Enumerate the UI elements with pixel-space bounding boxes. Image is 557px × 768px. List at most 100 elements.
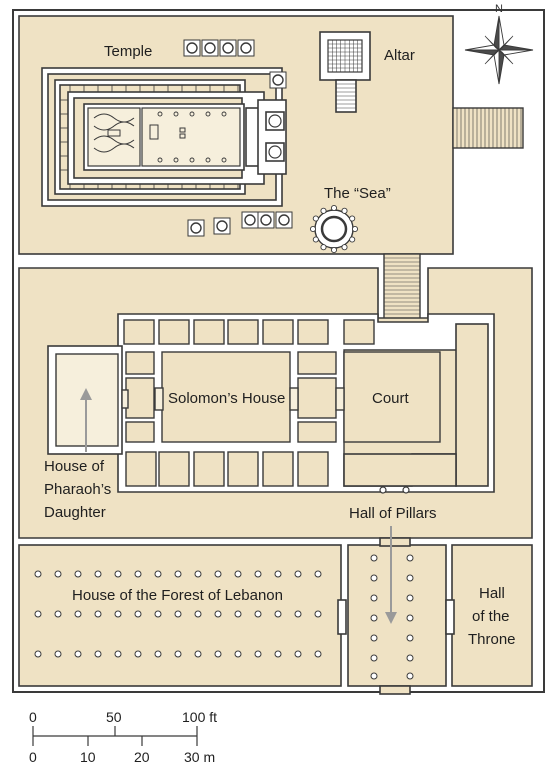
palace-room [297, 351, 337, 375]
column-icon [314, 570, 322, 578]
column-icon [94, 650, 102, 658]
column-icon [370, 594, 378, 602]
palace-room [193, 451, 225, 487]
lampstand-icon [221, 111, 227, 117]
column-icon [406, 634, 414, 642]
palace-room [297, 377, 337, 419]
palace-room [125, 451, 157, 487]
column-icon [214, 610, 222, 618]
scale-ft-50: 50 [106, 709, 122, 725]
column-icon [406, 654, 414, 662]
column-icon [114, 650, 122, 658]
column-icon [154, 610, 162, 618]
column-icon [370, 654, 378, 662]
lampstand-icon [205, 157, 211, 163]
pillar-icon [379, 486, 387, 494]
lampstand-icon [189, 111, 195, 117]
column-icon [94, 610, 102, 618]
palace-room [297, 319, 329, 345]
column-icon [54, 610, 62, 618]
scale-m-30: 30 m [184, 749, 215, 765]
column-icon [314, 610, 322, 618]
lampstand-icon [173, 111, 179, 117]
column-icon [406, 554, 414, 562]
column-icon [154, 570, 162, 578]
column-icon [134, 570, 142, 578]
arrow-through-hall-of-pillars [385, 526, 397, 624]
column-icon [194, 650, 202, 658]
palace-room [125, 377, 155, 419]
compass-rose-icon: N [464, 3, 534, 85]
column-icon [406, 574, 414, 582]
lampstand-icon [173, 157, 179, 163]
laver-icon [187, 219, 205, 237]
altar-icon [319, 31, 371, 113]
column-icon [134, 610, 142, 618]
column-icon [406, 672, 414, 680]
laver-icon [219, 39, 237, 57]
scale-m-20: 20 [134, 749, 150, 765]
palace-room [193, 319, 225, 345]
palace-room [125, 421, 155, 443]
laver-icon [241, 211, 259, 229]
laver-icon [237, 39, 255, 57]
palace-room [123, 319, 155, 345]
palace-room [227, 319, 259, 345]
temple-furnishings [149, 124, 186, 140]
forest-columns [34, 570, 322, 658]
solomons-house [161, 351, 291, 443]
column-icon [254, 570, 262, 578]
column-icon [74, 650, 82, 658]
column-icon [370, 634, 378, 642]
column-icon [314, 650, 322, 658]
column-icon [254, 610, 262, 618]
column-icon [114, 570, 122, 578]
bronze-sea-icon [309, 204, 359, 254]
column-icon [274, 570, 282, 578]
column-icon [370, 554, 378, 562]
pharaoh-label-line2: Pharaoh’s [44, 481, 111, 498]
forest-label: House of the Forest of Lebanon [72, 587, 283, 604]
column-icon [114, 610, 122, 618]
compass-north-label: N [495, 3, 503, 15]
column-icon [214, 570, 222, 578]
porch-pillars [265, 111, 285, 162]
column-icon [294, 650, 302, 658]
palace-room [262, 451, 294, 487]
hall-of-the-throne [451, 544, 533, 687]
palace-room [297, 451, 329, 487]
arrow-to-pharaohs-house [80, 388, 92, 452]
column-icon [274, 650, 282, 658]
ark-cherubim-icon [93, 113, 135, 153]
laver-icon [269, 71, 287, 89]
column-icon [154, 650, 162, 658]
palace-room [227, 451, 259, 487]
column-icon [294, 570, 302, 578]
hall-of-pillars [347, 544, 447, 687]
column-icon [54, 650, 62, 658]
palace-room [125, 351, 155, 375]
palace-room [158, 451, 190, 487]
lampstand-icon [221, 157, 227, 163]
column-icon [370, 574, 378, 582]
column-icon [214, 650, 222, 658]
lampstand-icon [157, 157, 163, 163]
laver-icon [275, 211, 293, 229]
temple-building [41, 67, 287, 207]
scale-bar: 0 50 100 ft 0 10 20 30 m [29, 709, 217, 765]
column-icon [370, 614, 378, 622]
scale-ft-0: 0 [29, 709, 37, 725]
court-label: Court [372, 390, 410, 407]
column-icon [194, 570, 202, 578]
pillar-icon [402, 486, 410, 494]
sea-label: The “Sea” [324, 185, 391, 202]
column-icon [174, 650, 182, 658]
column-icon [274, 610, 282, 618]
forest-of-lebanon-hall [18, 544, 342, 687]
throne-label-line2: of the [472, 608, 510, 625]
column-icon [134, 650, 142, 658]
east-gate-stairs [452, 107, 524, 149]
column-icon [406, 594, 414, 602]
hall-of-pillars-columns [370, 554, 414, 680]
